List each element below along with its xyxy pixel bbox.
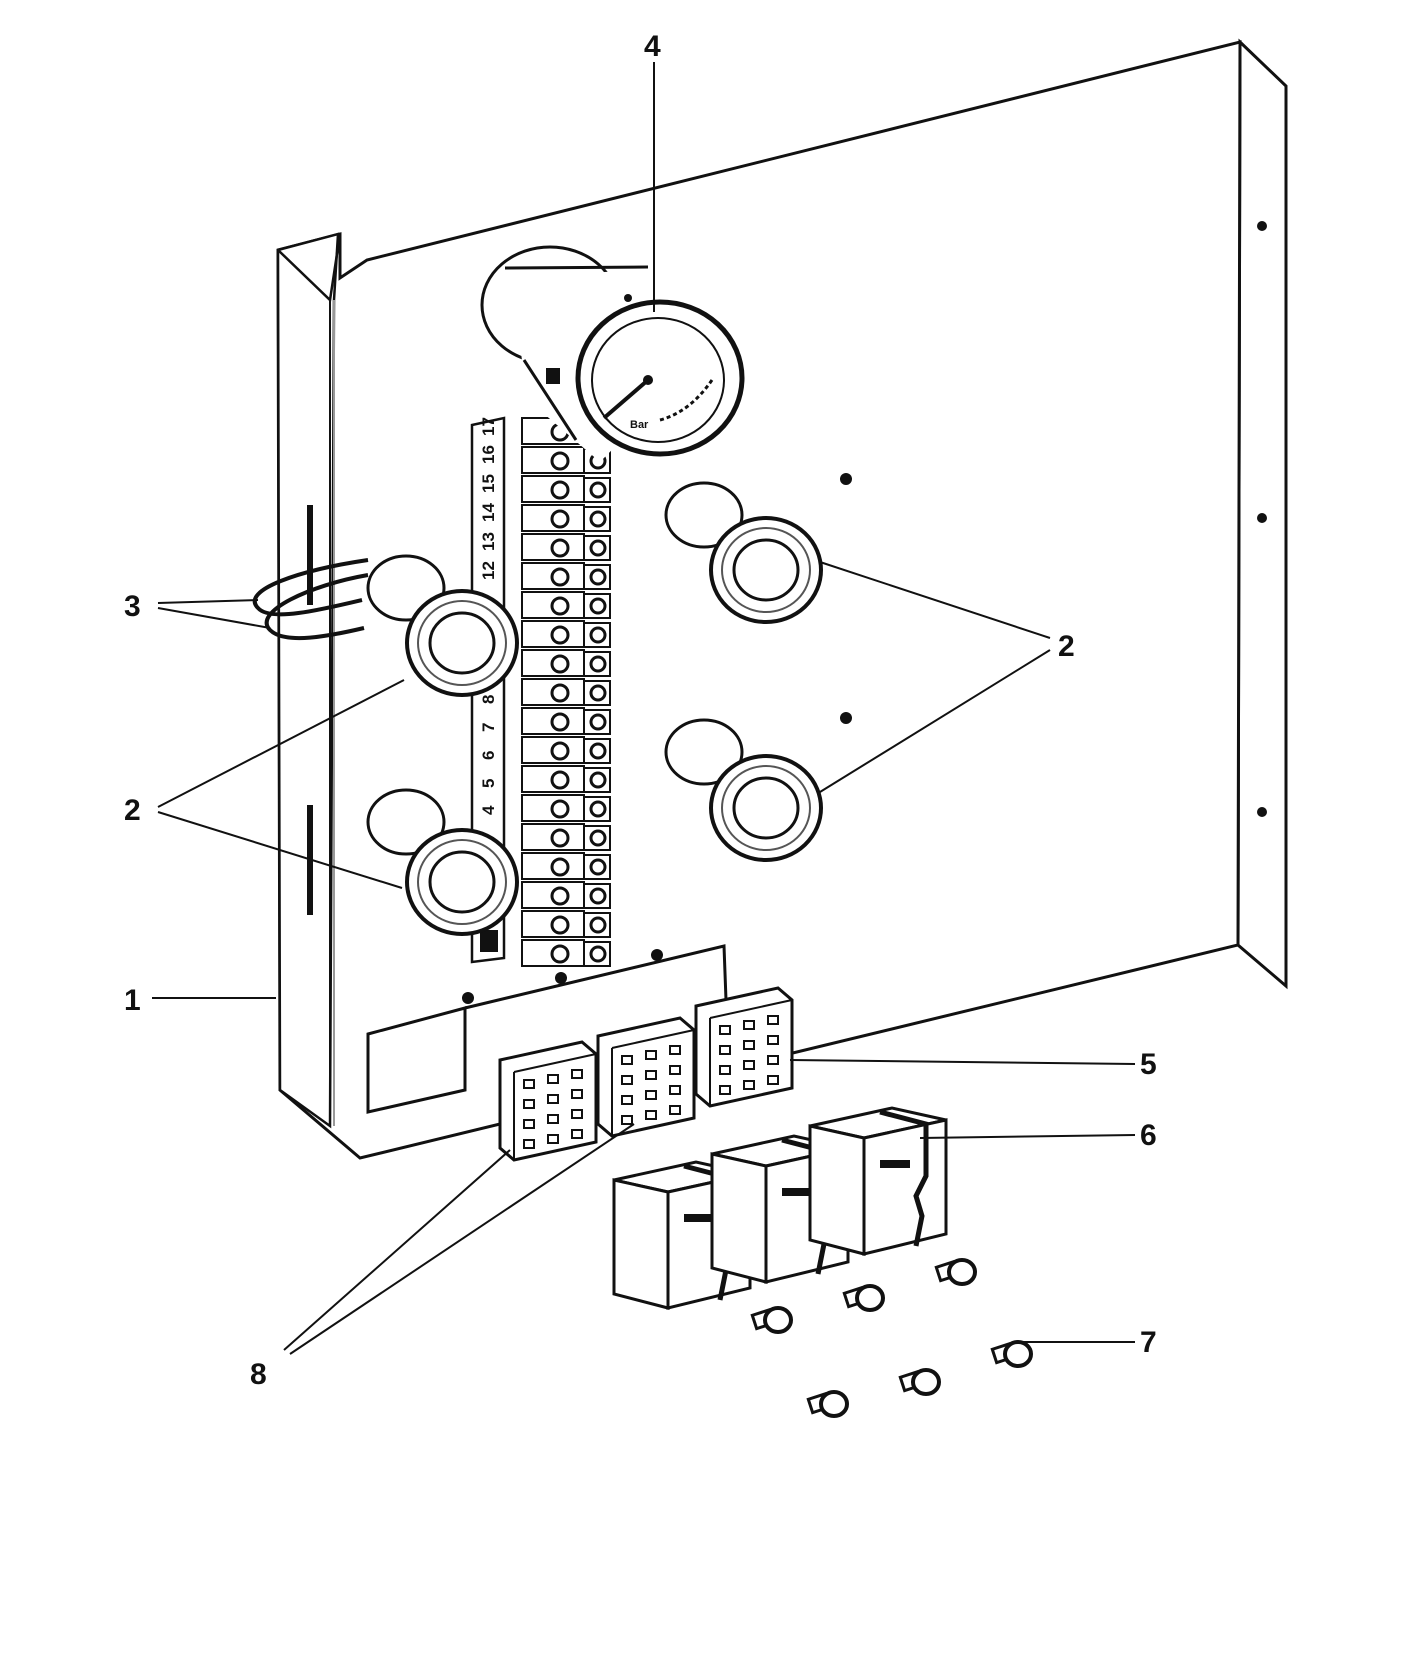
relays: [612, 1106, 948, 1310]
terminal-number-12: 12: [479, 561, 498, 580]
screw: [898, 1368, 941, 1396]
terminal-blocks: [521, 417, 611, 967]
callout-5: 5: [1140, 1048, 1157, 1081]
terminal-block: [521, 649, 611, 677]
pressure-gauge: Bar: [480, 245, 745, 462]
terminal-block: [521, 881, 611, 909]
terminal-block: [521, 736, 611, 764]
callout-2-right: 2: [1058, 630, 1075, 663]
terminal-number-5: 5: [479, 779, 498, 788]
callout-2-left: 2: [124, 794, 141, 827]
terminal-block: [521, 939, 611, 967]
terminal-block: [521, 475, 611, 503]
relay-socket: [694, 986, 794, 1108]
terminal-number-7: 7: [479, 723, 498, 732]
terminal-block: [521, 852, 611, 880]
terminal-block: [521, 910, 611, 938]
cable-clips: [252, 558, 369, 641]
terminal-block: [521, 823, 611, 851]
callout-8: 8: [250, 1358, 267, 1391]
terminal-block: [521, 707, 611, 735]
terminal-number-4: 4: [479, 805, 498, 815]
screws: [750, 1258, 1033, 1418]
grommet-lower-left: [366, 788, 519, 936]
terminal-number-16: 16: [479, 445, 498, 464]
grommet-upper-right: [664, 481, 823, 624]
screw: [842, 1284, 885, 1312]
callout-3: 3: [124, 590, 141, 623]
relay-sockets: [498, 986, 794, 1162]
grommet-lower-right: [664, 718, 823, 862]
screw: [934, 1258, 977, 1286]
leader-lines: [152, 62, 1136, 1355]
callout-labels: 1 2 2 3 4 5 6 7 8: [124, 30, 1157, 1391]
terminal-block: [521, 620, 611, 648]
terminal-number-14: 14: [479, 503, 498, 522]
screw: [806, 1390, 849, 1418]
callout-7: 7: [1140, 1326, 1157, 1359]
grommet-upper-left: [366, 554, 519, 697]
callout-1: 1: [124, 984, 141, 1017]
gauge-unit-label: Bar: [630, 419, 649, 431]
terminal-block: [521, 765, 611, 793]
relay: [808, 1106, 948, 1256]
terminal-number-labels: 4 5 6 7 8 12 13 14 15 16 17: [479, 417, 498, 815]
callout-4: 4: [644, 30, 661, 63]
terminal-number-15: 15: [479, 474, 498, 493]
screw: [990, 1340, 1033, 1368]
terminal-number-6: 6: [479, 751, 498, 760]
callout-6: 6: [1140, 1119, 1157, 1152]
terminal-block: [521, 794, 611, 822]
terminal-block: [521, 562, 611, 590]
terminal-block: [521, 678, 611, 706]
terminal-block: [521, 504, 611, 532]
terminal-number-8: 8: [479, 695, 498, 704]
terminal-number-17: 17: [479, 417, 498, 436]
relay-socket: [498, 1040, 598, 1162]
terminal-block: [521, 533, 611, 561]
screw: [750, 1306, 793, 1334]
terminal-block: [521, 591, 611, 619]
relay-socket: [596, 1016, 696, 1138]
terminal-number-13: 13: [479, 532, 498, 551]
